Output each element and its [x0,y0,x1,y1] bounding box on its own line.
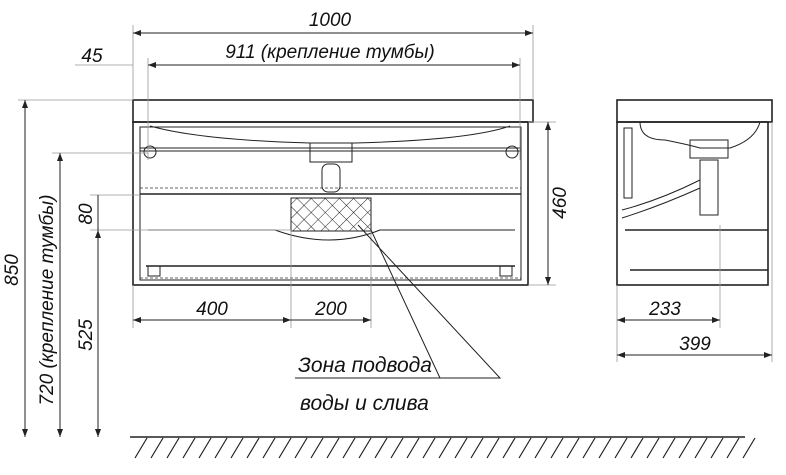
dim-233: 233 [648,299,681,320]
floor-hatch-line [518,437,532,459]
dim-911: 911 (крепление тумбы) [225,42,435,63]
floor-hatch-line [150,437,164,459]
floor-hatch-line [262,437,276,459]
floor-hatch-line [726,437,740,459]
dim-400: 400 [196,299,228,320]
floor-hatch-line [310,437,324,459]
dim-460: 460 [550,187,571,219]
floor-hatch-line [614,437,628,459]
floor-hatch-line [358,437,372,459]
side-view [616,99,773,286]
floor-hatch-line [294,437,308,459]
floor-hatch-line [406,437,420,459]
floor-hatch-line [374,437,388,459]
water-supply-zone [290,197,372,232]
countertop [132,99,534,123]
floor-hatch-line [246,437,260,459]
callout-line2: воды и слива [300,392,429,415]
floor-hatch-line [502,437,516,459]
callout-line1: Зона подвода [298,354,432,377]
cabinet-body [132,121,529,286]
floor-hatch-line [550,437,564,459]
floor-hatch-line [662,437,676,459]
floor-hatch-line [630,437,644,459]
floor-hatch-line [278,437,292,459]
floor-hatch-line [134,437,148,459]
drain [309,142,353,163]
floor-hatch-line [582,437,596,459]
floor-hatch-line [182,437,196,459]
basin-outline [149,125,511,144]
front-view [132,99,534,286]
callout-leader [295,224,502,379]
dim-45: 45 [81,46,103,67]
floor-hatch-line [534,437,548,459]
floor-hatch-line [342,437,356,459]
floor-hatch-line [230,437,244,459]
dim-525: 525 [76,319,97,351]
floor-hatch-line [422,437,436,459]
floor-hatch-line [214,437,228,459]
floor-hatch-line [646,437,660,459]
floor-hatch-line [742,437,756,459]
dim-850: 850 [2,254,23,286]
floor-hatch-line [454,437,468,459]
floor-hatch-line [694,437,708,459]
floor-hatch-line [678,437,692,459]
floor-hatch-line [566,437,580,459]
dim-1000: 1000 [309,10,352,31]
floor-hatch-line [438,437,452,459]
dim-80: 80 [76,203,97,225]
dim-200: 200 [314,299,347,320]
floor-hatch-line [470,437,484,459]
dim-399: 399 [679,334,711,355]
floor-hatch-line [166,437,180,459]
floor-hatch-line [390,437,404,459]
floor-hatch-line [710,437,724,459]
floor-hatch-line [598,437,612,459]
dim-720: 720 (крепление тумбы) [37,195,58,406]
floor-hatch-line [198,437,212,459]
floor [130,436,756,459]
floor-hatch-line [326,437,340,459]
floor-hatch-line [486,437,500,459]
siphon [321,163,341,193]
